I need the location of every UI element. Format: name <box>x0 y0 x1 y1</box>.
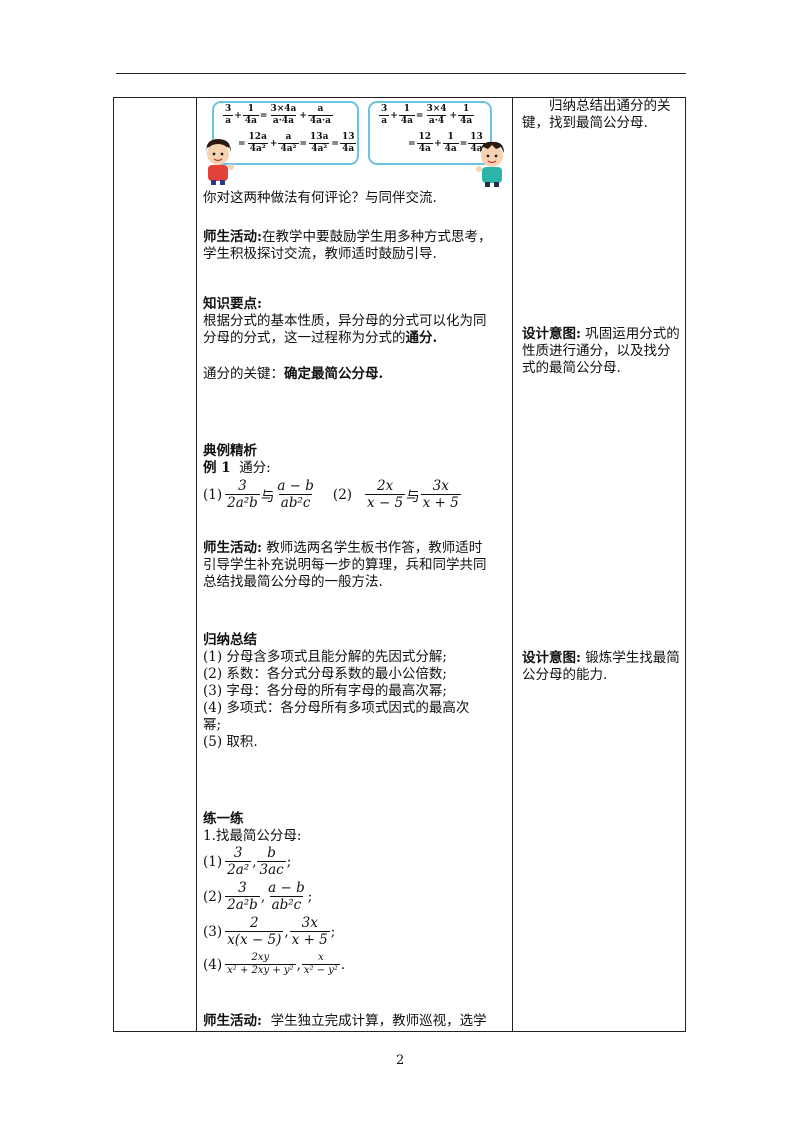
practice-title: 练一练 <box>203 811 244 827</box>
summary-item: (5) 取积. <box>203 734 258 750</box>
summary-item: (4) 多项式：各分母所有多项式因式的最高次 <box>203 700 470 716</box>
boy-illustration-left <box>206 139 234 185</box>
summary-item: (2) 系数：各分式分母系数的最小公倍数; <box>203 666 447 682</box>
example-task: 例 1 通分: <box>203 460 271 476</box>
knowledge-line-1: 根据分式的基本性质，异分母的分式可以化为同 <box>203 313 487 329</box>
design-intent-2: 设计意图: 锻炼学生找最简公分母的能力. <box>522 650 680 683</box>
activity-2-line-2: 引导学生补充说明每一步的算理，兵和同学共同 <box>203 557 487 573</box>
activity-3-line-1: 师生活动: 学生独立完成计算，教师巡视，选学 <box>203 1013 487 1029</box>
knowledge-title: 知识要点: <box>203 296 262 312</box>
side-note-1: 归纳总结出通分的关键，找到最简公分母. <box>522 98 671 131</box>
activity-1-line-1: 师生活动:在教学中要鼓励学生用多种方式思考， <box>203 229 492 245</box>
column-divider-right <box>512 97 513 1032</box>
activity-2-line-3: 总结找最简公分母的一般方法. <box>203 574 383 590</box>
knowledge-line-2: 分母的分式，这一过程称为分式的通分. <box>203 330 438 346</box>
design-intent-1: 设计意图: 巩固运用分式的性质进行通分，以及找分式的最简公分母. <box>522 326 680 376</box>
summary-item: (3) 字母：各分母的所有字母的最高次幂; <box>203 683 447 699</box>
summary-title: 归纳总结 <box>203 632 257 648</box>
activity-1-line-2: 学生积极探讨交流，教师适时鼓励引导. <box>203 246 437 262</box>
activity-2-line-1: 师生活动: 教师选两名学生板书作答，教师适时 <box>203 540 483 556</box>
header-rule <box>116 73 686 74</box>
speech-bubble-right <box>368 101 492 165</box>
page-number: 2 <box>396 1053 405 1068</box>
lesson-table <box>113 97 686 1032</box>
boy-illustration-right <box>476 141 504 187</box>
summary-item: 幂; <box>203 717 222 733</box>
summary-item: (1) 分母含多项式且能分解的先因式分解; <box>203 649 447 665</box>
key-point: 通分的关键：确定最简公分母. <box>203 366 384 382</box>
discussion-question: 你对这两种做法有何评论？与同伴交流. <box>203 190 437 206</box>
column-divider-left <box>196 97 197 1032</box>
practice-task: 1.找最简公分母: <box>203 828 302 844</box>
example-title: 典例精析 <box>203 443 257 459</box>
speech-bubble-left <box>212 101 359 165</box>
